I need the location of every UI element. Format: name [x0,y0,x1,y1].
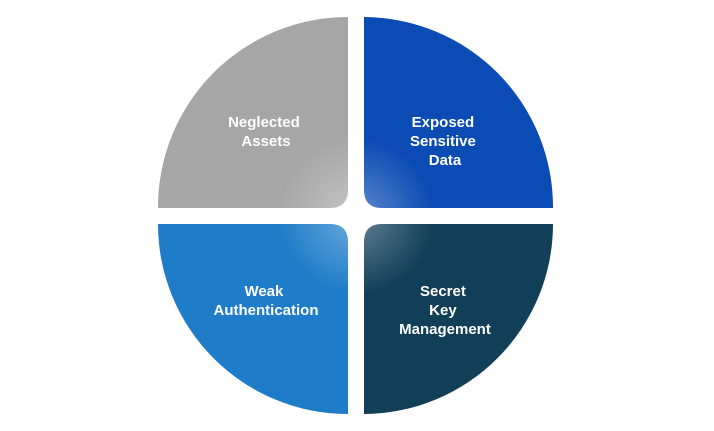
quadrant-top-left [157,17,348,208]
quadrant-label-bottom-left: Weak Authentication [214,283,319,319]
quadrant-label-bottom-right: Secret Key Management [399,283,491,338]
center-glow [278,138,434,294]
quadrant-top-right [364,17,554,208]
quadrant-bottom-left [158,224,348,414]
quadrant-label-top-left: Neglected Assets [228,114,304,150]
quadrant-label-top-right: Exposed Sensitive Data [410,114,480,169]
quadrant-bottom-right [364,224,553,414]
